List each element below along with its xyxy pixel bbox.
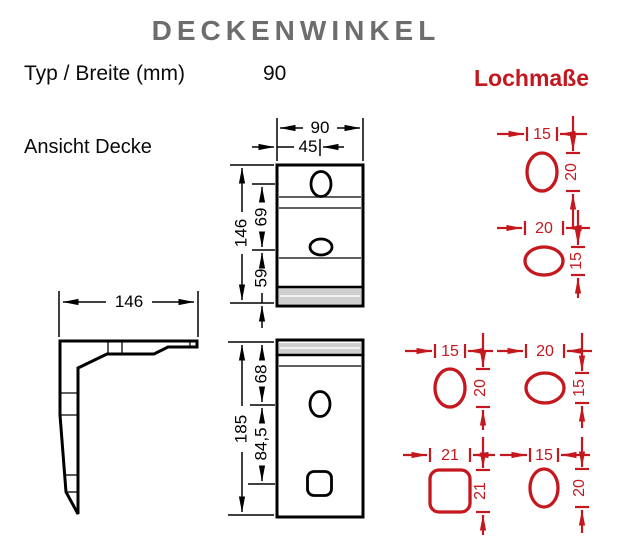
- hole-diagram-bottom-1: 15 20: [405, 333, 493, 430]
- page-title: DECKENWINKEL: [152, 15, 441, 46]
- bracket-profile-outline: [58, 339, 199, 515]
- dim-height: 146: [231, 219, 250, 247]
- rounded-square-hole: [428, 468, 472, 514]
- slot-hole-horizontal: [308, 237, 334, 257]
- hole-diagram-bottom-4: 15 20: [500, 437, 590, 533]
- dim-width: 90: [311, 118, 330, 137]
- type-width-value: 90: [263, 62, 286, 85]
- hole-diagram-top-2: 20 15: [497, 210, 590, 298]
- view-label: Ansicht Decke: [24, 136, 152, 158]
- type-width-label: Typ / Breite (mm): [24, 62, 185, 85]
- hole-width: 15: [535, 447, 553, 464]
- oval-horizontal-hole: [524, 371, 566, 405]
- hole-height: 20: [563, 163, 580, 181]
- side-profile-view: 146: [58, 291, 199, 515]
- hole-height: 15: [568, 252, 585, 270]
- dim-depth: 146: [115, 292, 143, 311]
- hole-width: 20: [535, 220, 553, 237]
- oval-horizontal-hole: [523, 245, 565, 277]
- hole-height: 20: [571, 479, 588, 497]
- hole-height: 15: [571, 379, 588, 397]
- dim-half-width: 45: [299, 137, 318, 156]
- hole-height: 21: [472, 482, 489, 500]
- dim-bottom-offset: 59: [251, 269, 270, 288]
- dim-top-offset: 68: [251, 365, 270, 384]
- hole-diagram-bottom-3: 21 21: [403, 437, 495, 535]
- bottom-plate-view: 185 68 84,5: [228, 338, 365, 519]
- hole-dimensions-title: Lochmaße: [474, 65, 589, 91]
- slot-hole-vertical: [309, 170, 333, 198]
- hole-height: 20: [472, 379, 489, 397]
- header: DECKENWINKEL Typ / Breite (mm) 90 Lochma…: [24, 15, 589, 158]
- top-plate-view: 90 45 146 69 59: [230, 118, 365, 328]
- slot-hole-vertical: [308, 390, 332, 418]
- hole-width: 21: [441, 447, 459, 464]
- hole-diagram-bottom-2: 20 15: [497, 333, 592, 428]
- hole-width: 20: [536, 343, 554, 360]
- hole-width: 15: [533, 126, 551, 143]
- hole-width: 15: [441, 343, 459, 360]
- dim-height: 185: [231, 415, 250, 443]
- hole-diagram-top-1: 15 20: [497, 116, 587, 229]
- oval-vertical-hole: [525, 151, 559, 193]
- square-hole: [306, 470, 333, 497]
- oval-vertical-hole: [528, 467, 560, 509]
- dim-hole-pitch: 84,5: [251, 427, 270, 460]
- dim-hole-pitch: 69: [251, 208, 270, 227]
- oval-vertical-hole: [433, 367, 467, 409]
